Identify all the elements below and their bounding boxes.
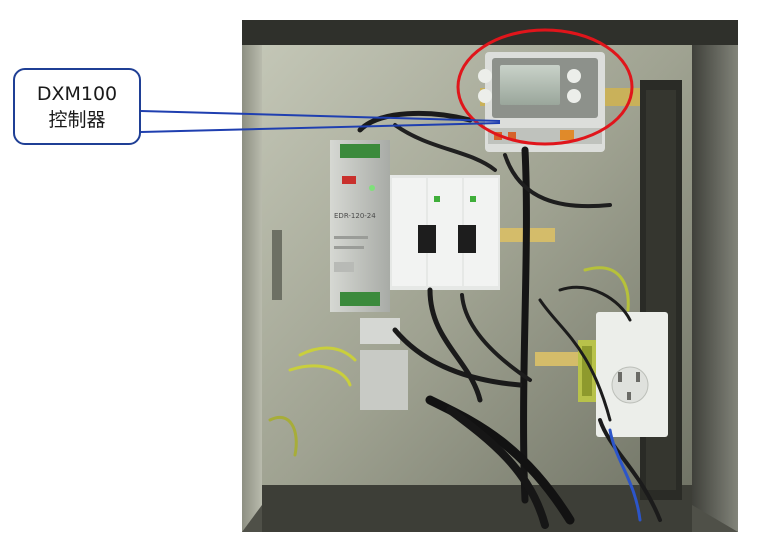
callout-model-text: DXM100 xyxy=(36,82,118,105)
socket-module xyxy=(578,312,668,437)
controller-callout-label: DXM100 控制器 xyxy=(13,68,141,145)
circuit-breakers xyxy=(390,175,500,290)
power-supply: EDR-120-24 xyxy=(330,140,390,312)
psu-label: EDR-120-24 xyxy=(334,212,376,220)
callout-leader-lines xyxy=(140,110,501,133)
callout-caption-text: 控制器 xyxy=(48,108,106,131)
controller-highlight-ellipse xyxy=(456,28,634,146)
dxm100-controller xyxy=(478,52,605,152)
cables xyxy=(268,111,662,529)
